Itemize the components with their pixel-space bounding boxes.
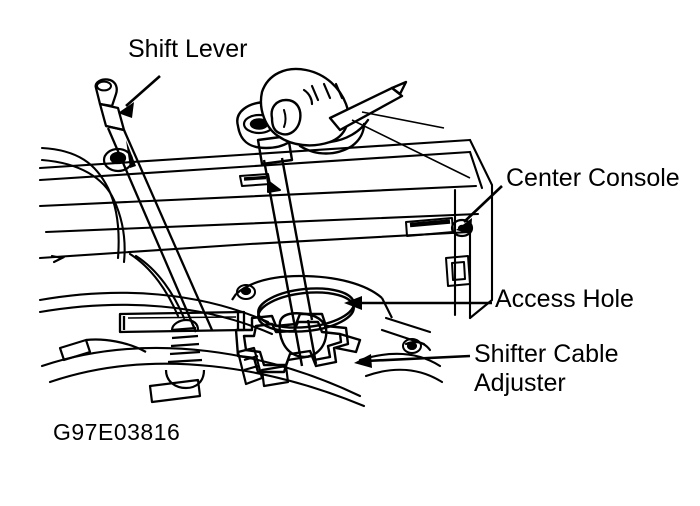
- callout-label-shift-lever: Shift Lever: [128, 35, 248, 63]
- arrow-icon: [344, 296, 362, 310]
- arrow-icon: [354, 354, 372, 368]
- parking-brake-lever: [94, 78, 214, 333]
- console-slot-upper: [239, 173, 281, 193]
- callout-label-center-console: Center Console: [506, 164, 680, 192]
- shift-boot-spring: [164, 318, 206, 390]
- arrow-icon: [118, 102, 134, 118]
- motion-lines: [302, 82, 344, 106]
- callout-line-2: Adjuster: [474, 369, 566, 397]
- lower-linkage-parts: [58, 338, 290, 404]
- tool-trailing-line-2: [361, 111, 445, 129]
- shift-lever-leader-arrow: [118, 75, 161, 118]
- figure-reference-code: G97E03816: [53, 419, 181, 445]
- console-slot-lower: [405, 217, 454, 237]
- tool-trailing-line: [351, 119, 471, 179]
- access-hole-plate: [231, 274, 393, 319]
- center-console-leader-arrow: [456, 185, 503, 234]
- arrow-icon: [456, 218, 472, 234]
- right-lower-contours: [358, 316, 444, 384]
- callout-label-access-hole: Access Hole: [495, 285, 634, 313]
- access-hole-leader-arrow: [344, 296, 492, 310]
- console-recess-bracket: [445, 255, 471, 287]
- screwdriver-icon: [328, 80, 408, 132]
- shifter-cable-rod: [118, 310, 246, 334]
- callout-line-1: Shifter Cable: [474, 340, 619, 368]
- shifter-cable-adjuster-leader-arrow: [354, 354, 471, 368]
- shifter-cable-adjuster: [234, 312, 362, 374]
